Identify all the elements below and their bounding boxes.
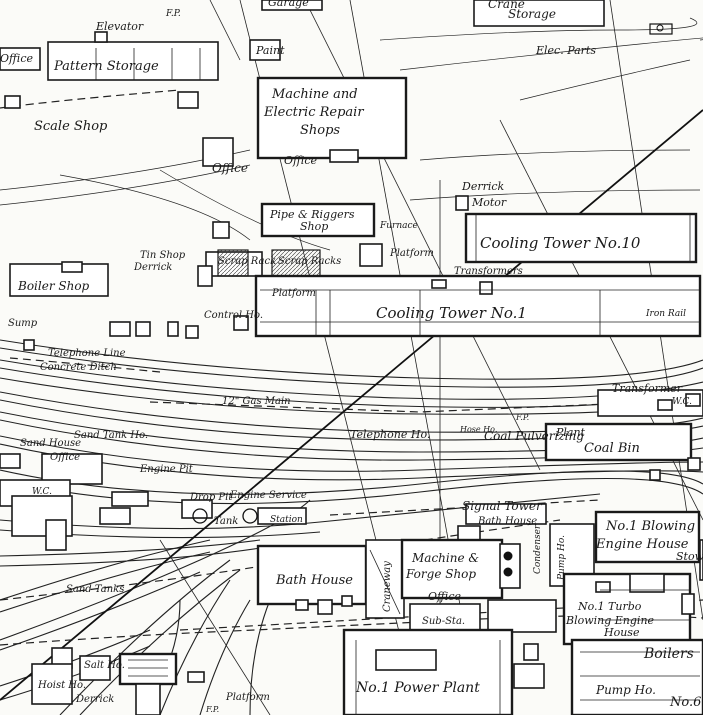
label-wc-left: W.C. [32,487,52,497]
label-turbo-2: Blowing Engine [565,614,655,627]
label-salt-ho: Salt Ho. [84,660,125,671]
label-craneway: Craneway [382,561,393,612]
label-office-forge: Office [428,590,461,603]
label-machine-repair-3: Shops [300,123,340,138]
label-sand-house: Sand House [20,438,81,449]
label-tin-shop: Tin Shop [140,250,186,261]
label-scrap-racks: Scrap Racks [278,256,341,267]
label-boiler-shop: Boiler Shop [17,279,90,293]
label-engine-service: Engine Service [229,490,307,501]
label-iron-rail: Iron Rail [645,309,686,319]
label-platform-1: Platform [389,248,434,259]
label-office-2: Office [284,154,317,167]
label-coal-pulverizing-2: Plant [555,426,586,439]
label-scrap-rack: Scrap Rack [218,256,276,267]
label-machine-repair-2: Electric Repair [263,105,364,120]
label-telephone-line: Telephone Line [48,348,126,359]
label-bath-house: Bath House [275,573,353,588]
label-fp-bottom: F.P. [205,705,219,714]
label-sump: Sump [8,318,38,329]
label-crane-storage-2: Storage [508,7,556,21]
label-transformer-right: Transformer [612,382,683,395]
label-fp-mid: F.P. [515,413,529,422]
label-pump-ho: Pump Ho. [595,683,656,697]
label-transformers: Transformers [454,266,523,277]
label-office-topleft: Office [0,52,33,65]
label-furnace: Furnace [379,221,418,231]
label-hose-ho: Hose Ho. [459,425,497,434]
label-bath-house-small: Bath House [477,516,537,527]
label-sand-tank-ho: Sand Tank Ho. [74,430,148,441]
label-drop-pit: Drop Pit [189,492,233,503]
label-pipe-riggers-2: Shop [300,220,328,233]
label-cooling-tower-10: Cooling Tower No.10 [480,234,641,252]
label-scale-shop: Scale Shop [34,119,108,134]
building-details [95,23,700,715]
label-telephone-ho: Telephone Ho. [350,428,430,441]
label-cooling-tower-1: Cooling Tower No.1 [376,304,527,322]
label-pattern-storage: Pattern Storage [53,59,159,74]
label-office-sand: Office [50,452,80,463]
label-gas-main: 12" Gas Main [222,396,291,407]
label-engine-pit: Engine Pit [139,464,194,475]
label-control-ho: Control Ho. [204,310,263,321]
label-signal-tower: Signal Tower [462,499,543,513]
label-condenser-pump: Condenser [533,524,543,574]
label-crane-storage-1: Crane [488,0,525,11]
label-sub-sta: Sub-Sta. [422,616,465,627]
label-platform-2: Platform [271,288,316,299]
label-blowing-engine-1: No.1 Blowing [605,519,695,534]
label-coal-bin: Coal Bin [584,441,640,456]
label-pipe-riggers-1: Pipe & Riggers [269,208,355,221]
label-station: Station [270,515,303,525]
label-pump-ho-small: Pump Ho. [557,535,567,581]
label-paint: Paint [255,44,285,57]
label-platform-3: Platform [225,692,270,703]
label-machine-repair-1: Machine and [271,87,358,102]
label-wc-right: W.C. [672,397,692,407]
label-turbo-1: No.1 Turbo [577,600,642,613]
label-elevator: Elevator [95,20,144,33]
label-coal-pulverizing-1: Coal Pulverizing [484,429,584,443]
label-blowing-engine-2: Engine House [595,537,689,552]
label-derrick-top: Derrick [461,180,505,193]
label-tank: Tank [214,516,238,527]
label-hoist-ho: Hoist Ho. [37,680,86,691]
label-derrick-bottom: Derrick [75,694,114,705]
label-fp-top: F.P. [165,9,181,19]
label-machine-forge-2: Forge Shop [405,567,476,581]
label-boilers: Boilers [643,646,694,662]
label-power-plant: No.1 Power Plant [355,680,480,696]
label-machine-forge-1: Machine & [411,551,479,565]
label-office-1: Office [212,161,248,175]
label-concrete-ditch: Concrete Ditch [40,362,117,373]
label-derrick-mid: Derrick [133,262,172,273]
label-stow: Stow [676,550,703,563]
label-sand-tanks: Sand Tanks [66,584,124,595]
label-motor: Motor [471,196,507,209]
label-garage: Garage [268,0,309,9]
label-turbo-3: House [603,626,640,639]
label-elec-parts: Elec. Parts [535,44,596,57]
label-no-6: No.6 [669,695,701,710]
